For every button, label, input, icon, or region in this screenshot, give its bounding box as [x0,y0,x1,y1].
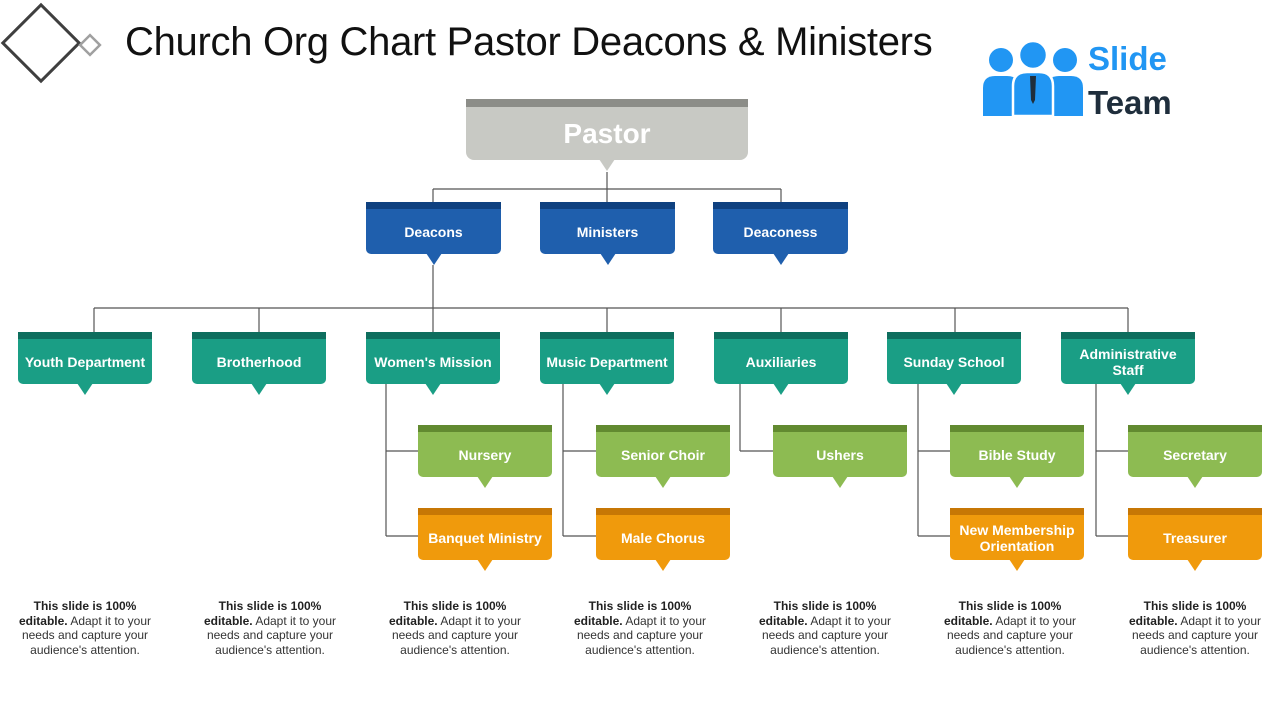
level3-box-treasurer[interactable]: Treasurer [1128,508,1262,571]
editable-note: This slide is 100% editable. Adapt it to… [380,599,530,657]
callout-pointer [655,476,671,488]
level2-box-youth-department-label: Youth Department [24,353,146,370]
level1-box-deaconess-label: Deaconess [743,223,818,240]
callout-pointer [425,253,442,265]
level3-box-treasurer-label: Treasurer [1163,529,1227,546]
level3-box-nursery[interactable]: Nursery [418,425,552,488]
level1-box-deacons[interactable]: Deacons [366,202,501,265]
note-body-text: Adapt it to your needs and capture your … [21,613,152,657]
pastor-box[interactable]: Pastor [466,99,748,171]
level2-box-auxiliaries[interactable]: Auxiliaries [714,332,848,395]
note-bold-text: This slide is 100% editable. [388,599,507,628]
pastor-box-label: Pastor [563,117,651,149]
note-body-text: Adapt it to your needs and capture your … [761,613,892,657]
callout-pointer [1009,559,1025,571]
callout-pointer [77,383,93,395]
level3-box-banquet-ministry[interactable]: Banquet Ministry [418,508,552,571]
level2-box-music-department[interactable]: Music Department [540,332,674,395]
level2-box-women-s-mission[interactable]: Women's Mission [366,332,500,395]
level2-box-administrative-staff[interactable]: Administrative Staff [1061,332,1195,395]
callout-pointer [655,559,671,571]
note-bold-text: This slide is 100% editable. [943,599,1062,628]
callout-pointer [946,383,962,395]
note-bold-text: This slide is 100% editable. [1128,599,1247,628]
level3-box-nursery-label: Nursery [458,446,512,463]
level2-box-administrative-staff-label: Administrative Staff [1079,345,1177,378]
level3-box-ushers[interactable]: Ushers [773,425,907,488]
note-bold-text: This slide is 100% editable. [18,599,137,628]
level3-box-secretary[interactable]: Secretary [1128,425,1262,488]
people-group-icon [983,39,1083,116]
note-body-text: Adapt it to your needs and capture your … [206,613,337,657]
callout-pointer [1009,476,1025,488]
callout-pointer [477,559,493,571]
level1-box-deacons-label: Deacons [404,223,463,240]
level2-box-brotherhood-label: Brotherhood [216,353,302,370]
editable-note: This slide is 100% editable. Adapt it to… [565,599,715,657]
logo-text-team: Team [1088,84,1172,121]
level2-box-auxiliaries-label: Auxiliaries [745,353,817,370]
level1-box-ministers[interactable]: Ministers [540,202,675,265]
level2-box-women-s-mission-label: Women's Mission [374,353,492,370]
note-body-text: Adapt it to your needs and capture your … [1131,613,1262,657]
level1-box-deaconess[interactable]: Deaconess [713,202,848,265]
level2-box-youth-department[interactable]: Youth Department [18,332,152,395]
callout-pointer [599,383,615,395]
note-body-text: Adapt it to your needs and capture your … [391,613,522,657]
page-title: Church Org Chart Pastor Deacons & Minist… [125,20,933,64]
callout-pointer [251,383,267,395]
level2-box-brotherhood[interactable]: Brotherhood [192,332,326,395]
level2-box-sunday-school-label: Sunday School [903,353,1005,370]
level3-box-banquet-ministry-label: Banquet Ministry [428,529,542,546]
level3-box-ushers-label: Ushers [816,446,864,463]
callout-pointer [773,383,789,395]
editable-note: This slide is 100% editable. Adapt it to… [750,599,900,657]
level3-box-senior-choir[interactable]: Senior Choir [596,425,730,488]
level1-box-ministers-label: Ministers [576,223,639,240]
level2-box-sunday-school[interactable]: Sunday School [887,332,1021,395]
callout-pointer [599,159,615,171]
callout-pointer [599,253,616,265]
callout-pointer [477,476,493,488]
editable-note: This slide is 100% editable. Adapt it to… [195,599,345,657]
level3-box-male-chorus-label: Male Chorus [620,529,705,546]
level3-box-new-membership-orientation-label: New Membership Orientation [959,521,1075,554]
level3-box-secretary-label: Secretary [1163,446,1227,463]
level3-box-new-membership-orientation[interactable]: New Membership Orientation [950,508,1084,571]
callout-pointer [1187,476,1203,488]
editable-note: This slide is 100% editable. Adapt it to… [1120,599,1270,657]
callout-pointer [425,383,441,395]
note-bold-text: This slide is 100% editable. [203,599,322,628]
level3-box-bible-study-label: Bible Study [978,446,1056,463]
callout-pointer [832,476,848,488]
editable-note: This slide is 100% editable. Adapt it to… [935,599,1085,657]
editable-note: This slide is 100% editable. Adapt it to… [10,599,160,657]
level2-box-music-department-label: Music Department [546,353,668,370]
logo-text-slide: Slide [1088,40,1167,77]
level3-box-bible-study[interactable]: Bible Study [950,425,1084,488]
level3-box-senior-choir-label: Senior Choir [620,446,705,463]
note-body-text: Adapt it to your needs and capture your … [946,613,1077,657]
callout-pointer [1120,383,1136,395]
level3-box-male-chorus[interactable]: Male Chorus [596,508,730,571]
note-body-text: Adapt it to your needs and capture your … [576,613,707,657]
note-bold-text: This slide is 100% editable. [758,599,877,628]
callout-pointer [1187,559,1203,571]
callout-pointer [772,253,789,265]
diamond-decoration-icon [0,2,102,84]
note-bold-text: This slide is 100% editable. [573,599,692,628]
